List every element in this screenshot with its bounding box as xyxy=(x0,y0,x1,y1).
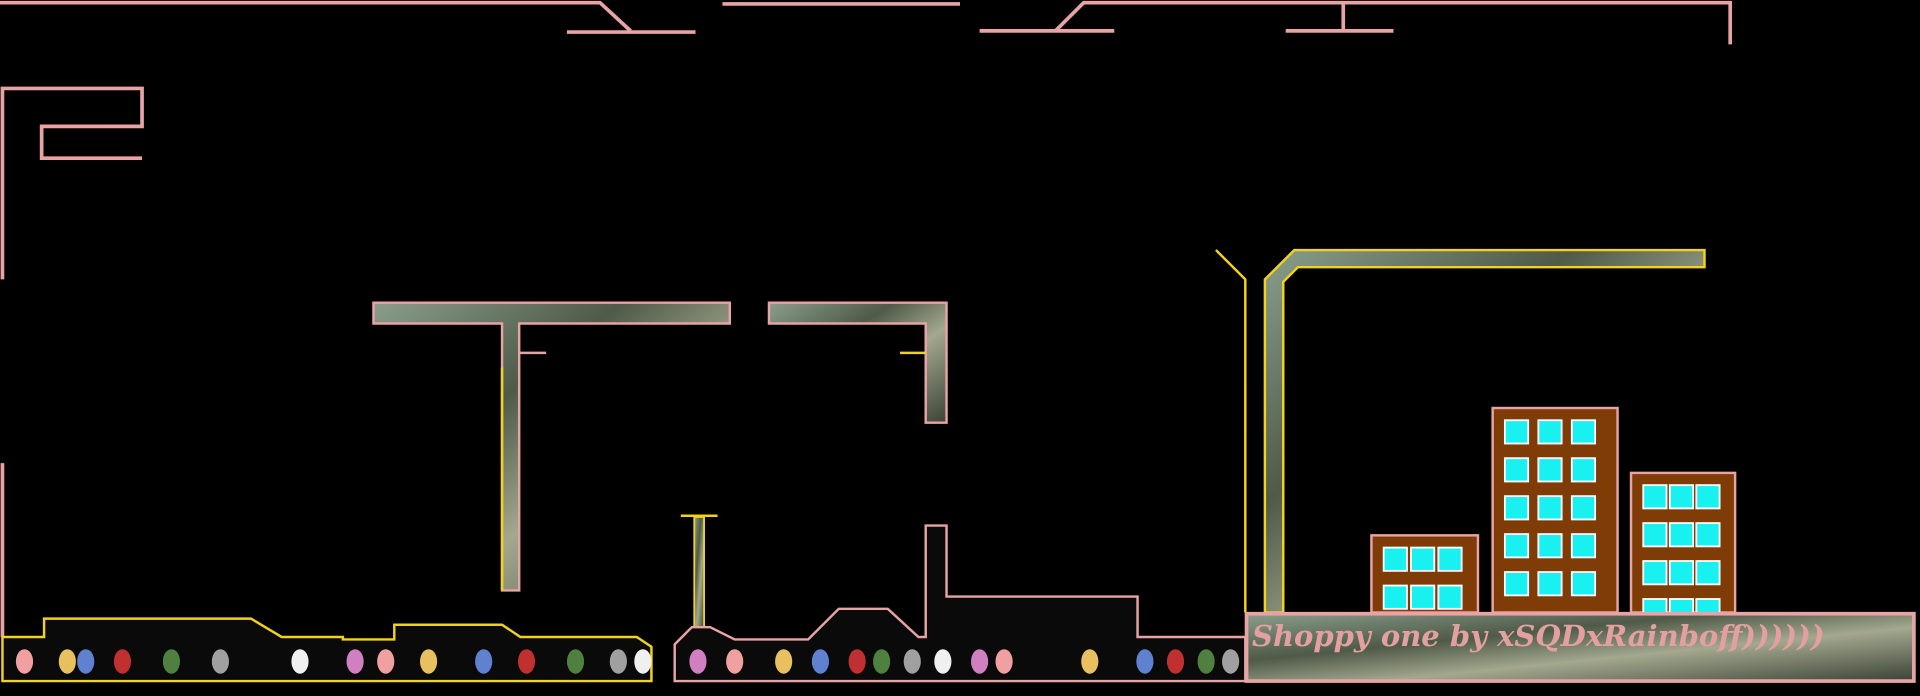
big-pipe xyxy=(1215,248,1706,614)
worm-sprite xyxy=(726,649,744,674)
worm-sprite xyxy=(1081,649,1099,674)
building xyxy=(1491,406,1619,614)
worm-sprite xyxy=(77,649,95,674)
worm-sprite xyxy=(15,649,34,674)
window xyxy=(1503,457,1530,483)
window xyxy=(1382,584,1408,610)
ground-left xyxy=(1,617,653,683)
ground-middle xyxy=(673,524,1247,683)
window xyxy=(1503,419,1530,445)
window xyxy=(1537,571,1563,597)
window xyxy=(1537,495,1563,521)
worm-sprite xyxy=(113,649,132,674)
worm-sprite xyxy=(211,649,229,674)
worm-sprite xyxy=(775,649,793,674)
worm-sprite xyxy=(1197,649,1215,674)
window xyxy=(1437,584,1463,610)
pole xyxy=(680,514,718,631)
window xyxy=(1642,484,1668,510)
window xyxy=(1668,484,1694,510)
buildings xyxy=(1370,406,1737,648)
window xyxy=(1570,419,1597,445)
window xyxy=(1570,533,1597,559)
window xyxy=(1695,484,1721,510)
window xyxy=(1503,495,1530,521)
window xyxy=(1537,457,1563,483)
building xyxy=(1629,471,1737,624)
worm-sprite xyxy=(903,649,921,674)
worm-sprite xyxy=(609,649,627,674)
worm-sprite xyxy=(848,649,866,674)
worm-sprite xyxy=(811,649,829,674)
worm-sprite xyxy=(291,649,309,674)
window xyxy=(1642,560,1668,586)
l-girder xyxy=(767,301,948,424)
worm-sprites xyxy=(15,649,1240,674)
window xyxy=(1695,522,1721,548)
worm-sprite xyxy=(58,649,76,674)
worm-sprite xyxy=(873,649,891,674)
map-caption: Shoppy one by xSQDxRainboff)))))) xyxy=(1252,619,1825,653)
worm-sprite xyxy=(566,649,585,674)
window xyxy=(1503,533,1530,559)
window xyxy=(1537,533,1563,559)
window xyxy=(1695,560,1721,586)
worm-sprite xyxy=(377,649,395,674)
window xyxy=(1570,495,1597,521)
worm-sprite xyxy=(162,649,180,674)
window xyxy=(1503,571,1530,597)
worm-sprite xyxy=(934,649,952,674)
worm-sprite xyxy=(634,649,652,674)
worm-sprite xyxy=(971,649,989,674)
window xyxy=(1410,546,1436,572)
window xyxy=(1437,546,1463,572)
worm-sprite xyxy=(475,649,493,674)
window xyxy=(1570,571,1597,597)
worm-sprite xyxy=(420,649,438,674)
window xyxy=(1570,457,1597,483)
worm-sprite xyxy=(1222,649,1240,674)
window xyxy=(1642,522,1668,548)
t-girder xyxy=(372,301,732,592)
window xyxy=(1668,560,1694,586)
ground-right xyxy=(1244,611,1916,683)
window xyxy=(1537,419,1563,445)
window xyxy=(1668,522,1694,548)
worm-sprite xyxy=(995,649,1013,674)
top-borders xyxy=(0,0,1919,637)
worm-sprite xyxy=(1136,649,1154,674)
window xyxy=(1410,584,1436,610)
worm-sprite xyxy=(689,649,707,674)
worm-sprite xyxy=(346,649,364,674)
worm-sprite xyxy=(517,649,536,674)
window xyxy=(1382,546,1408,572)
worm-sprite xyxy=(1166,649,1185,674)
